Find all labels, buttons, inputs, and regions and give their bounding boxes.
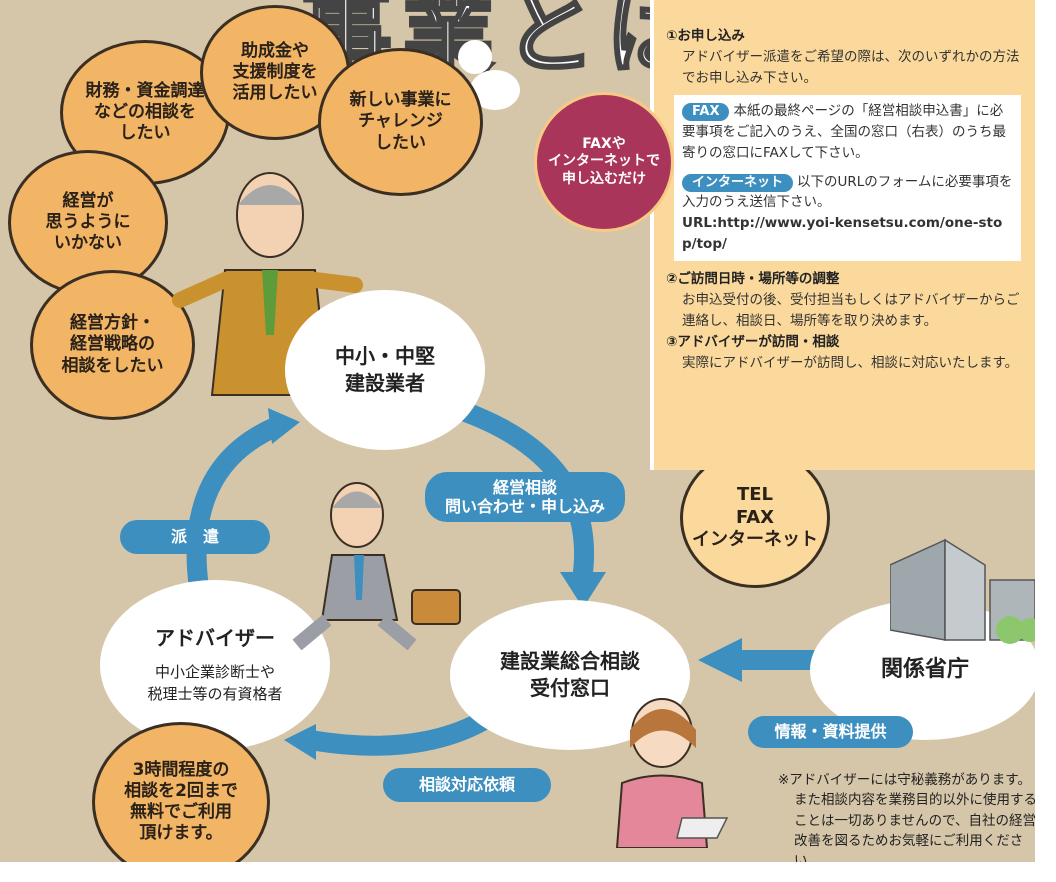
application-steps-panel: ①お申し込み アドバイザー派遣をご希望の際は、次のいずれかの方法でお申し込み下さ… (650, 0, 1035, 470)
step3-text: 実際にアドバイザーが訪問し、相談に対応いたします。 (682, 354, 1019, 371)
fax-tag: FAX (682, 102, 730, 121)
step2-text: お申込受付の後、受付担当もしくはアドバイザーからご連絡し、相談日、場所等を取り決… (682, 292, 1020, 330)
step1-heading: ①お申し込み (666, 28, 745, 44)
confidentiality-note: ※アドバイザーには守秘義務があります。また相談内容を業務目的以外に使用することは… (778, 770, 1035, 862)
company-label: 中小・中堅 建設業者 (335, 344, 435, 395)
receptionist-illustration (615, 698, 729, 848)
dispatch-label: 派 遣 (120, 520, 270, 554)
arrow-info-shaft (742, 650, 822, 670)
arrow-head-up (268, 408, 300, 444)
internet-tag: インターネット (682, 173, 794, 192)
concern-bubble-strategy: 経営方針・ 経営戦略の 相談をしたい (30, 270, 195, 420)
internet-text: 以下のURLのフォームに必要事項を入力のうえ送信下さい。 (682, 173, 1013, 211)
note-text: ※アドバイザーには守秘義務があります。また相談内容を業務目的以外に使用することは… (778, 772, 1035, 862)
application-url[interactable]: URL:http://www.yoi-kensetsu.com/one-stop… (682, 215, 1003, 253)
arrow-head-info (698, 638, 742, 682)
easy-application-seal: FAXや インターネットで 申し込むだけ (534, 92, 674, 232)
free-consultation-bubble: 3時間程度の 相談を2回まで 無料でご利用 頂けます。 (92, 722, 270, 862)
concern-bubble-new-business: 新しい事業に チャレンジ したい (318, 48, 483, 196)
advisor-subtitle: 中小企業診断士や 税理士等の有資格者 (147, 662, 283, 703)
fax-text: 本紙の最終ページの「経営相談申込書」に必要事項をご記入のうえ、全国の窓口（右表）… (682, 102, 1006, 161)
counter-label: 建設業総合相談 受付窓口 (500, 649, 640, 700)
step2-heading: ②ご訪問日時・場所等の調整 (666, 271, 840, 288)
inquiry-label: 経営相談 問い合わせ・申し込み (425, 472, 625, 522)
ministry-label: 関係省庁 (880, 657, 969, 683)
node-advisor: アドバイザー 中小企業診断士や 税理士等の有資格者 (100, 580, 330, 750)
node-company: 中小・中堅 建設業者 (285, 290, 485, 450)
government-building-illustration (890, 538, 1035, 644)
business-owner-illustration (172, 172, 363, 396)
request-label: 相談対応依頼 (383, 768, 551, 802)
arrow-head-left (284, 724, 316, 760)
step1-text: アドバイザー派遣をご希望の際は、次のいずれかの方法でお申し込み下さい。 (682, 48, 1020, 86)
diagram-background: 事業とは 財務・資金調達 などの相談を したい 助成金や 支援制度を 活用したい… (0, 0, 1035, 862)
advisor-illustration (292, 482, 461, 650)
advisor-title: アドバイザー (155, 625, 275, 650)
step3-heading: ③アドバイザーが訪問・相談 (666, 333, 840, 350)
title-cloud-dot (458, 40, 492, 74)
info-label: 情報・資料提供 (748, 716, 913, 748)
arrow-head-down (560, 572, 606, 608)
